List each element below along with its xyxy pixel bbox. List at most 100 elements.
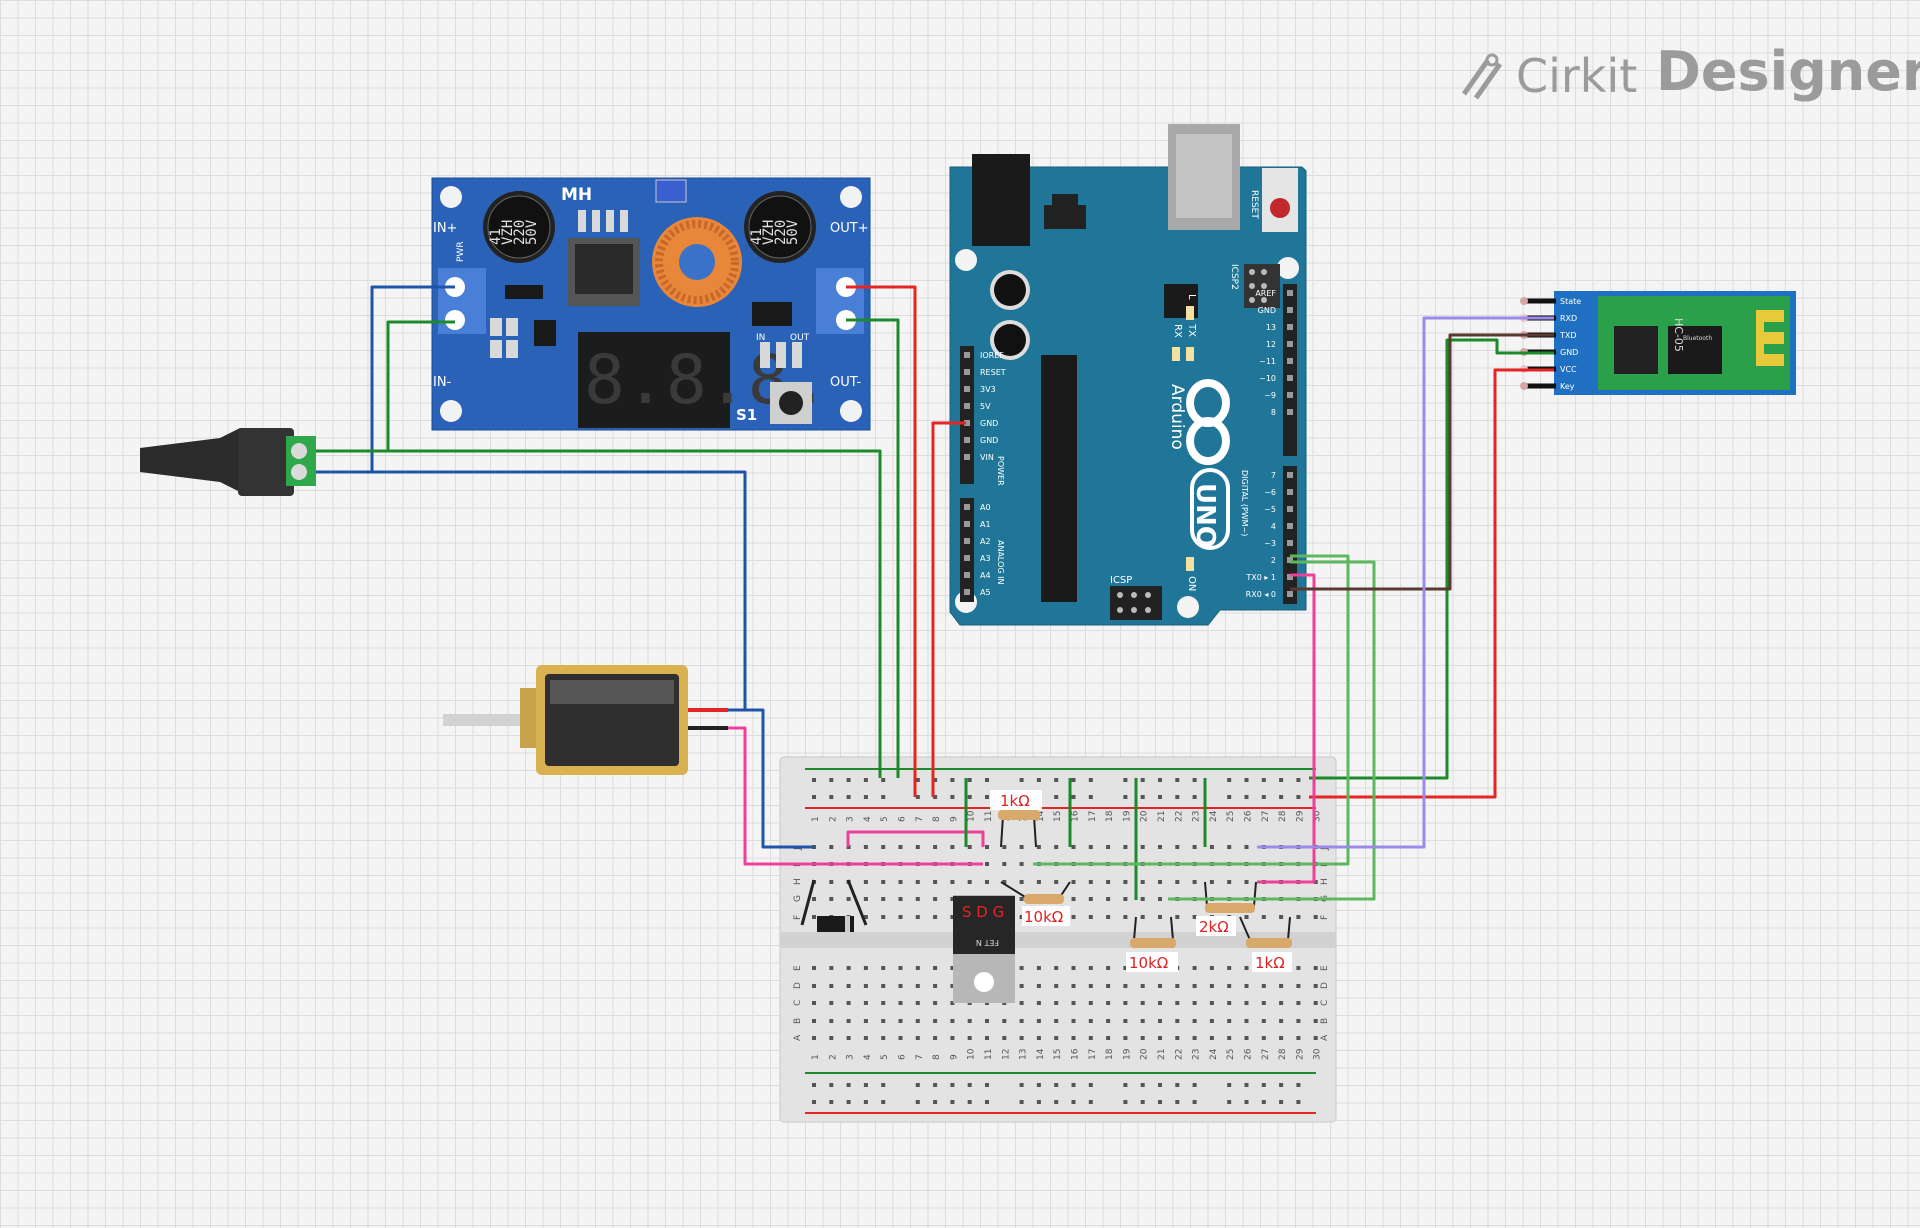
rail-hole[interactable] xyxy=(1261,795,1266,799)
terminal-hole[interactable] xyxy=(1054,1019,1059,1023)
terminal-hole[interactable] xyxy=(881,1001,886,1005)
terminal-hole[interactable] xyxy=(1123,966,1128,970)
rail-hole[interactable] xyxy=(829,795,834,799)
terminal-hole[interactable] xyxy=(829,966,834,970)
terminal-hole[interactable] xyxy=(1313,1036,1318,1040)
terminal-hole[interactable] xyxy=(985,862,989,866)
resistor-r3[interactable]: 10kΩ xyxy=(1126,916,1178,972)
header-pin[interactable] xyxy=(964,352,970,358)
terminal-hole[interactable] xyxy=(985,1019,989,1023)
rail-hole[interactable] xyxy=(1140,1100,1145,1104)
terminal-hole[interactable] xyxy=(1036,1019,1041,1023)
terminal-hole[interactable] xyxy=(915,966,920,970)
terminal-hole[interactable] xyxy=(1123,1001,1128,1005)
rail-hole[interactable] xyxy=(1088,1100,1093,1104)
terminal-hole[interactable] xyxy=(1261,1019,1266,1023)
rail-hole[interactable] xyxy=(1296,778,1301,782)
rail-hole[interactable] xyxy=(1123,1100,1128,1104)
rail-hole[interactable] xyxy=(1296,795,1301,799)
terminal-hole[interactable] xyxy=(846,1036,851,1040)
wire-buck-out-plus[interactable] xyxy=(846,285,917,797)
terminal-hole[interactable] xyxy=(915,1036,920,1040)
terminal-hole[interactable] xyxy=(1106,897,1111,901)
terminal-hole[interactable] xyxy=(1209,880,1214,884)
resistor-r2[interactable]: 10kΩ xyxy=(1000,881,1071,926)
header-pin[interactable] xyxy=(964,420,970,426)
terminal-hole[interactable] xyxy=(1244,845,1249,849)
terminal-hole[interactable] xyxy=(1296,1036,1301,1040)
terminal-hole[interactable] xyxy=(967,880,972,884)
terminal-hole[interactable] xyxy=(1244,915,1249,919)
dc-barrel-jack[interactable] xyxy=(140,428,316,496)
rail-hole[interactable] xyxy=(881,795,886,799)
terminal-hole[interactable] xyxy=(1071,966,1076,970)
terminal-hole[interactable] xyxy=(950,1036,955,1040)
terminal-hole[interactable] xyxy=(812,984,816,988)
terminal-hole[interactable] xyxy=(1071,1036,1076,1040)
rail-hole[interactable] xyxy=(1071,778,1076,782)
terminal-hole[interactable] xyxy=(1261,1001,1266,1005)
header-pin[interactable] xyxy=(1287,557,1293,563)
terminal-hole[interactable] xyxy=(1313,1001,1318,1005)
rail-hole[interactable] xyxy=(967,795,972,799)
rail-hole[interactable] xyxy=(1140,1083,1145,1087)
rail-hole[interactable] xyxy=(881,1083,886,1087)
terminal-hole[interactable] xyxy=(1192,845,1197,849)
terminal-hole[interactable] xyxy=(967,1036,972,1040)
rail-hole[interactable] xyxy=(1054,778,1059,782)
terminal-hole[interactable] xyxy=(1209,966,1214,970)
terminal-hole[interactable] xyxy=(1088,897,1093,901)
header-pin[interactable] xyxy=(964,589,970,595)
terminal-hole[interactable] xyxy=(933,1036,938,1040)
terminal-hole[interactable] xyxy=(985,845,989,849)
terminal-hole[interactable] xyxy=(915,984,920,988)
rail-hole[interactable] xyxy=(1158,1083,1162,1087)
rail-hole[interactable] xyxy=(985,795,989,799)
terminal-hole[interactable] xyxy=(1175,1036,1180,1040)
terminal-hole[interactable] xyxy=(1123,915,1128,919)
terminal-hole[interactable] xyxy=(1088,966,1093,970)
rail-hole[interactable] xyxy=(1244,778,1249,782)
terminal-hole[interactable] xyxy=(1036,845,1041,849)
terminal-hole[interactable] xyxy=(1071,897,1076,901)
rail-hole[interactable] xyxy=(915,795,920,799)
rail-hole[interactable] xyxy=(1261,1083,1266,1087)
rail-hole[interactable] xyxy=(1140,778,1145,782)
terminal-hole[interactable] xyxy=(1106,1019,1111,1023)
rail-hole[interactable] xyxy=(1175,778,1180,782)
terminal-hole[interactable] xyxy=(1071,880,1076,884)
terminal-hole[interactable] xyxy=(1140,1019,1145,1023)
terminal-hole[interactable] xyxy=(863,1036,868,1040)
terminal-hole[interactable] xyxy=(1106,915,1111,919)
terminal-hole[interactable] xyxy=(1158,897,1162,901)
terminal-hole[interactable] xyxy=(1209,1019,1214,1023)
header-pin[interactable] xyxy=(1287,358,1293,364)
terminal-hole[interactable] xyxy=(863,984,868,988)
rail-hole[interactable] xyxy=(846,795,851,799)
terminal-hole[interactable] xyxy=(915,1001,920,1005)
terminal-hole[interactable] xyxy=(1279,915,1284,919)
rail-hole[interactable] xyxy=(1227,1083,1232,1087)
terminal-hole[interactable] xyxy=(898,1036,903,1040)
terminal-hole[interactable] xyxy=(812,1001,816,1005)
terminal-hole[interactable] xyxy=(1071,984,1076,988)
terminal-hole[interactable] xyxy=(1036,880,1041,884)
terminal-hole[interactable] xyxy=(1088,1019,1093,1023)
rail-hole[interactable] xyxy=(1071,795,1076,799)
terminal-hole[interactable] xyxy=(1054,845,1059,849)
rail-hole[interactable] xyxy=(967,778,972,782)
rail-hole[interactable] xyxy=(1123,1083,1128,1087)
rail-hole[interactable] xyxy=(933,795,938,799)
terminal-hole[interactable] xyxy=(829,1036,834,1040)
diode[interactable] xyxy=(800,879,868,932)
header-pin[interactable] xyxy=(964,504,970,510)
header-pin[interactable] xyxy=(964,403,970,409)
n-channel-fet[interactable]: S D G FET N xyxy=(953,895,1015,1003)
terminal-hole[interactable] xyxy=(1054,1001,1059,1005)
terminal-hole[interactable] xyxy=(1279,984,1284,988)
terminal-hole[interactable] xyxy=(1054,966,1059,970)
terminal-hole[interactable] xyxy=(1106,984,1111,988)
terminal-hole[interactable] xyxy=(1227,1001,1232,1005)
